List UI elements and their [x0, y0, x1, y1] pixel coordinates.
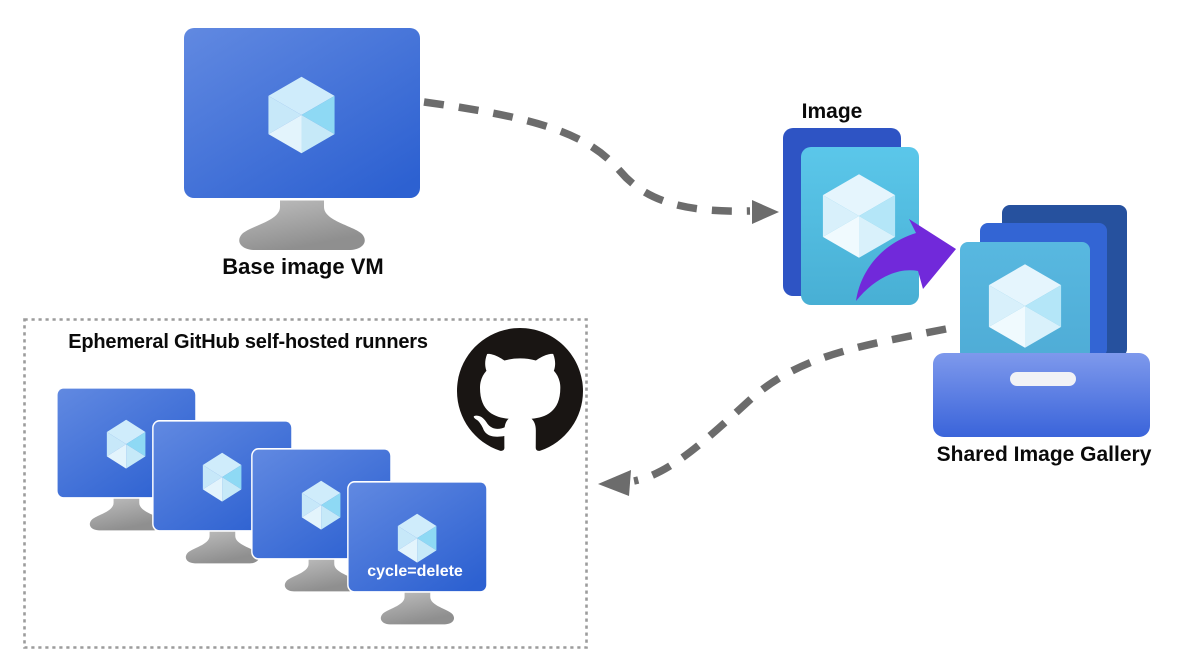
- image-node: Image: [782, 100, 927, 310]
- runner-lifecycle-tag: cycle=delete: [367, 563, 463, 580]
- dashed-border: [23, 318, 588, 649]
- base-vm-node: Base image VM: [183, 27, 423, 287]
- runners-group-box: Ephemeral GitHub self-hosted runners: [23, 318, 588, 649]
- dashed-arrow-gallery-to-runners: [598, 325, 947, 496]
- shared-image-gallery-node: Shared Image Gallery: [933, 198, 1155, 473]
- image-label: Image: [801, 100, 863, 123]
- runners-box-title: Ephemeral GitHub self-hosted runners: [68, 331, 428, 353]
- azure-vm-icon: [183, 27, 423, 262]
- drawer-handle: [1010, 372, 1076, 386]
- github-icon: [457, 328, 583, 451]
- base-vm-label: Base image VM: [222, 254, 384, 279]
- azure-image-icon: [783, 128, 919, 305]
- shared-image-gallery-label: Shared Image Gallery: [936, 443, 1152, 466]
- azure-shared-image-gallery-icon: [933, 205, 1150, 437]
- dashed-arrow-basevm-to-image: [423, 98, 779, 224]
- runner-vm-4: [348, 482, 488, 632]
